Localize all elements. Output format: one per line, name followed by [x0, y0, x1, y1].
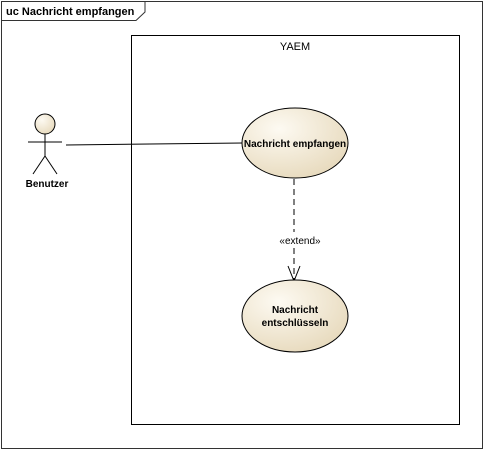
use-case-label-line-1: Nachricht	[272, 305, 319, 316]
use-case-nachricht-empfangen[interactable]: Nachricht empfangen	[241, 107, 349, 179]
use-case-label-line-2: entschlüsseln	[262, 318, 329, 329]
use-case-label: Nachricht empfangen	[244, 139, 346, 150]
use-case-nachricht-entschluesseln[interactable]: Nachricht entschlüsseln	[241, 279, 349, 353]
actor-name: Benutzer	[26, 179, 69, 190]
extend-stereotype: «extend»	[279, 236, 321, 247]
use-case-ellipse	[241, 107, 349, 179]
system-name: YAEM	[280, 41, 310, 53]
actor-head	[34, 113, 56, 135]
system-boundary	[131, 35, 460, 425]
actor-figure[interactable]	[28, 113, 62, 175]
actor-right-leg	[44, 155, 58, 175]
association-line	[65, 142, 244, 146]
actor-left-leg	[32, 155, 46, 175]
frame-title-tab	[1, 1, 146, 21]
use-case-ellipse	[241, 279, 349, 353]
frame-title: uc Nachricht empfangen	[6, 6, 135, 18]
